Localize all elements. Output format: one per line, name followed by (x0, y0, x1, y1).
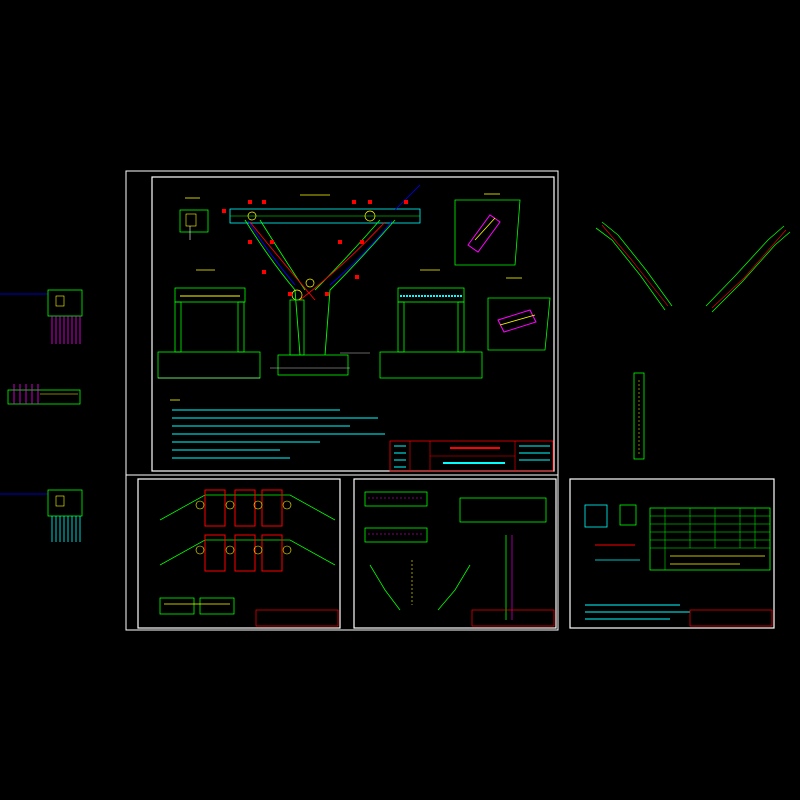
left-detail-bottom (47, 489, 83, 542)
title-block-main (389, 440, 554, 472)
sheet-3-title-block (471, 609, 555, 627)
sheet-4-frame (569, 478, 775, 629)
sheet-4-anchor-details (584, 504, 640, 561)
sheet-4-title-block (689, 609, 773, 627)
lower-sheet-outer-frame (125, 474, 559, 631)
main-sheet-contents (157, 184, 554, 472)
sheet-2-upper-elevation (159, 489, 336, 527)
main-sheet-inner-frame (151, 176, 555, 472)
sheet-2-frame (137, 478, 341, 629)
detail-upper-right (454, 193, 521, 266)
sheet-2 (137, 478, 341, 629)
sheet-2-bottom-details (159, 597, 235, 615)
section-detail-top-left (179, 197, 209, 240)
sheet-4-notes (585, 604, 690, 620)
sheet-3 (353, 478, 557, 629)
sheet-3-bent-bars (369, 535, 513, 620)
cross-section-right (379, 269, 483, 379)
detail-lower-right (487, 277, 551, 351)
sheet-4-material-table (649, 507, 771, 571)
y-pier-elevation (222, 184, 421, 376)
sheet-3-rebar-elevations (364, 491, 547, 543)
main-sheet-outer-frame (125, 170, 559, 476)
sheet-3-frame (353, 478, 557, 629)
sheet-4 (569, 478, 775, 629)
general-notes (170, 399, 385, 459)
sheet-2-title-block (255, 609, 339, 627)
left-detail-middle (7, 384, 81, 405)
left-detail-top (47, 289, 83, 344)
cross-section-left (157, 269, 261, 379)
right-detail-group (595, 221, 791, 460)
sheet-2-lower-elevation (159, 534, 336, 572)
left-detail-group (0, 289, 83, 542)
